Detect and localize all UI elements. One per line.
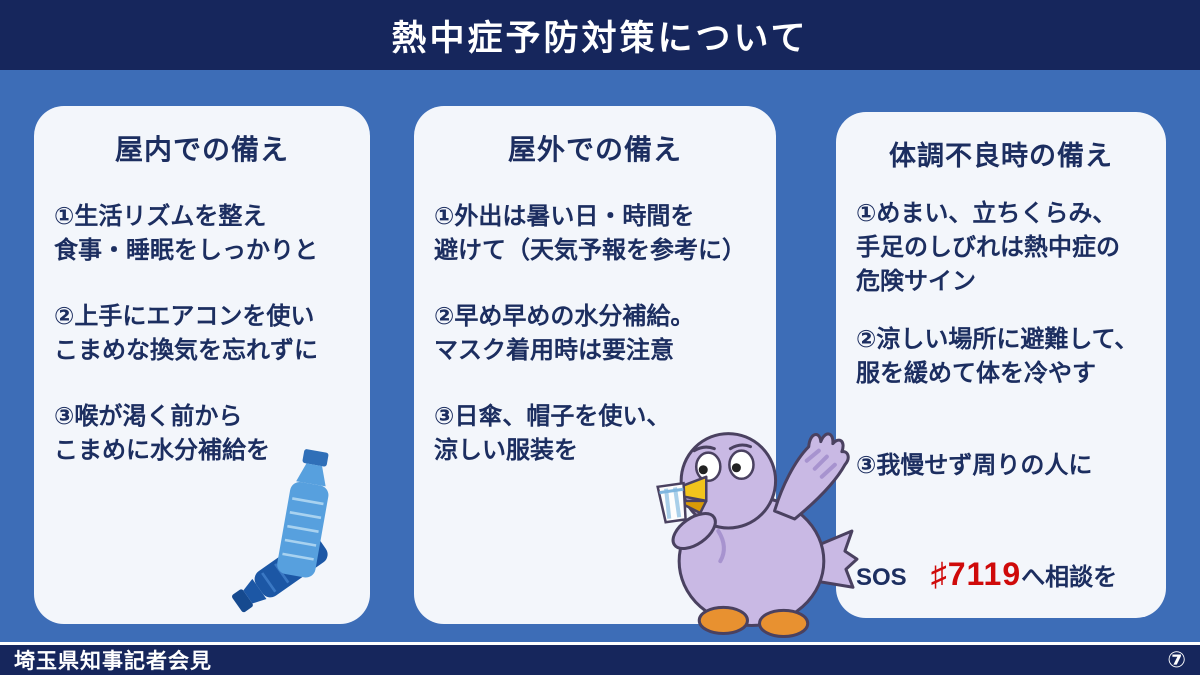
- card-indoor-item-3: ③喉が渇く前から こまめに水分補給を: [54, 403, 270, 465]
- emergency-number: ♯7119: [930, 555, 1022, 592]
- footer-bar: 埼玉県知事記者会見 ⑦: [0, 642, 1200, 675]
- card-indoor-item-2: ②上手にエアコンを使い こまめな換気を忘れずに: [54, 303, 318, 365]
- sos-label: SOS: [856, 563, 907, 591]
- card-sick-title: 体調不良時の備え: [889, 141, 1113, 171]
- card-outdoor-title: 屋外での備え: [507, 134, 682, 165]
- card-sick-item-3: ③我慢せず周りの人に SOS ♯7119へ相談を: [856, 415, 1146, 631]
- card-outdoor-item-2: ②早め早めの水分補給。 マスク着用時は要注意: [434, 303, 695, 365]
- card-sick-item-1: ①めまい、立ちくらみ、 手足のしびれは熱中症の 危険サイン: [856, 200, 1120, 296]
- sos-line-2: SOS ♯7119へ相談を: [856, 518, 1146, 598]
- card-indoor: 屋内での備え ①生活リズムを整え 食事・睡眠をしっかりと ②上手にエアコンを使い…: [34, 106, 370, 624]
- card-indoor-item-1: ①生活リズムを整え 食事・睡眠をしっかりと: [54, 203, 318, 265]
- water-bottles-icon: [230, 442, 362, 614]
- sos-suffix: へ相談を: [1021, 563, 1118, 591]
- card-outdoor-item-1: ①外出は暑い日・時間を 避けて（天気予報を参考に）: [434, 203, 746, 265]
- title-bar: 熱中症予防対策について: [0, 0, 1200, 70]
- card-sick: 体調不良時の備え ①めまい、立ちくらみ、 手足のしびれは熱中症の 危険サイン ②…: [836, 112, 1166, 618]
- light-bottle-shape: [277, 449, 329, 578]
- card-sick-item-2: ②涼しい場所に避難して、 服を緩めて体を冷やす: [856, 326, 1139, 388]
- page-number: ⑦: [1167, 647, 1186, 672]
- card-indoor-title: 屋内での備え: [114, 134, 289, 165]
- footer-source-label: 埼玉県知事記者会見: [14, 650, 212, 673]
- kobaton-mascot-icon: [648, 408, 864, 639]
- slide-title: 熱中症予防対策について: [391, 18, 809, 58]
- sos-line-1: ③我慢せず周りの人に: [856, 452, 1093, 480]
- card-outdoor-item-3: ③日傘、帽子を使い、 涼しい服装を: [434, 403, 671, 465]
